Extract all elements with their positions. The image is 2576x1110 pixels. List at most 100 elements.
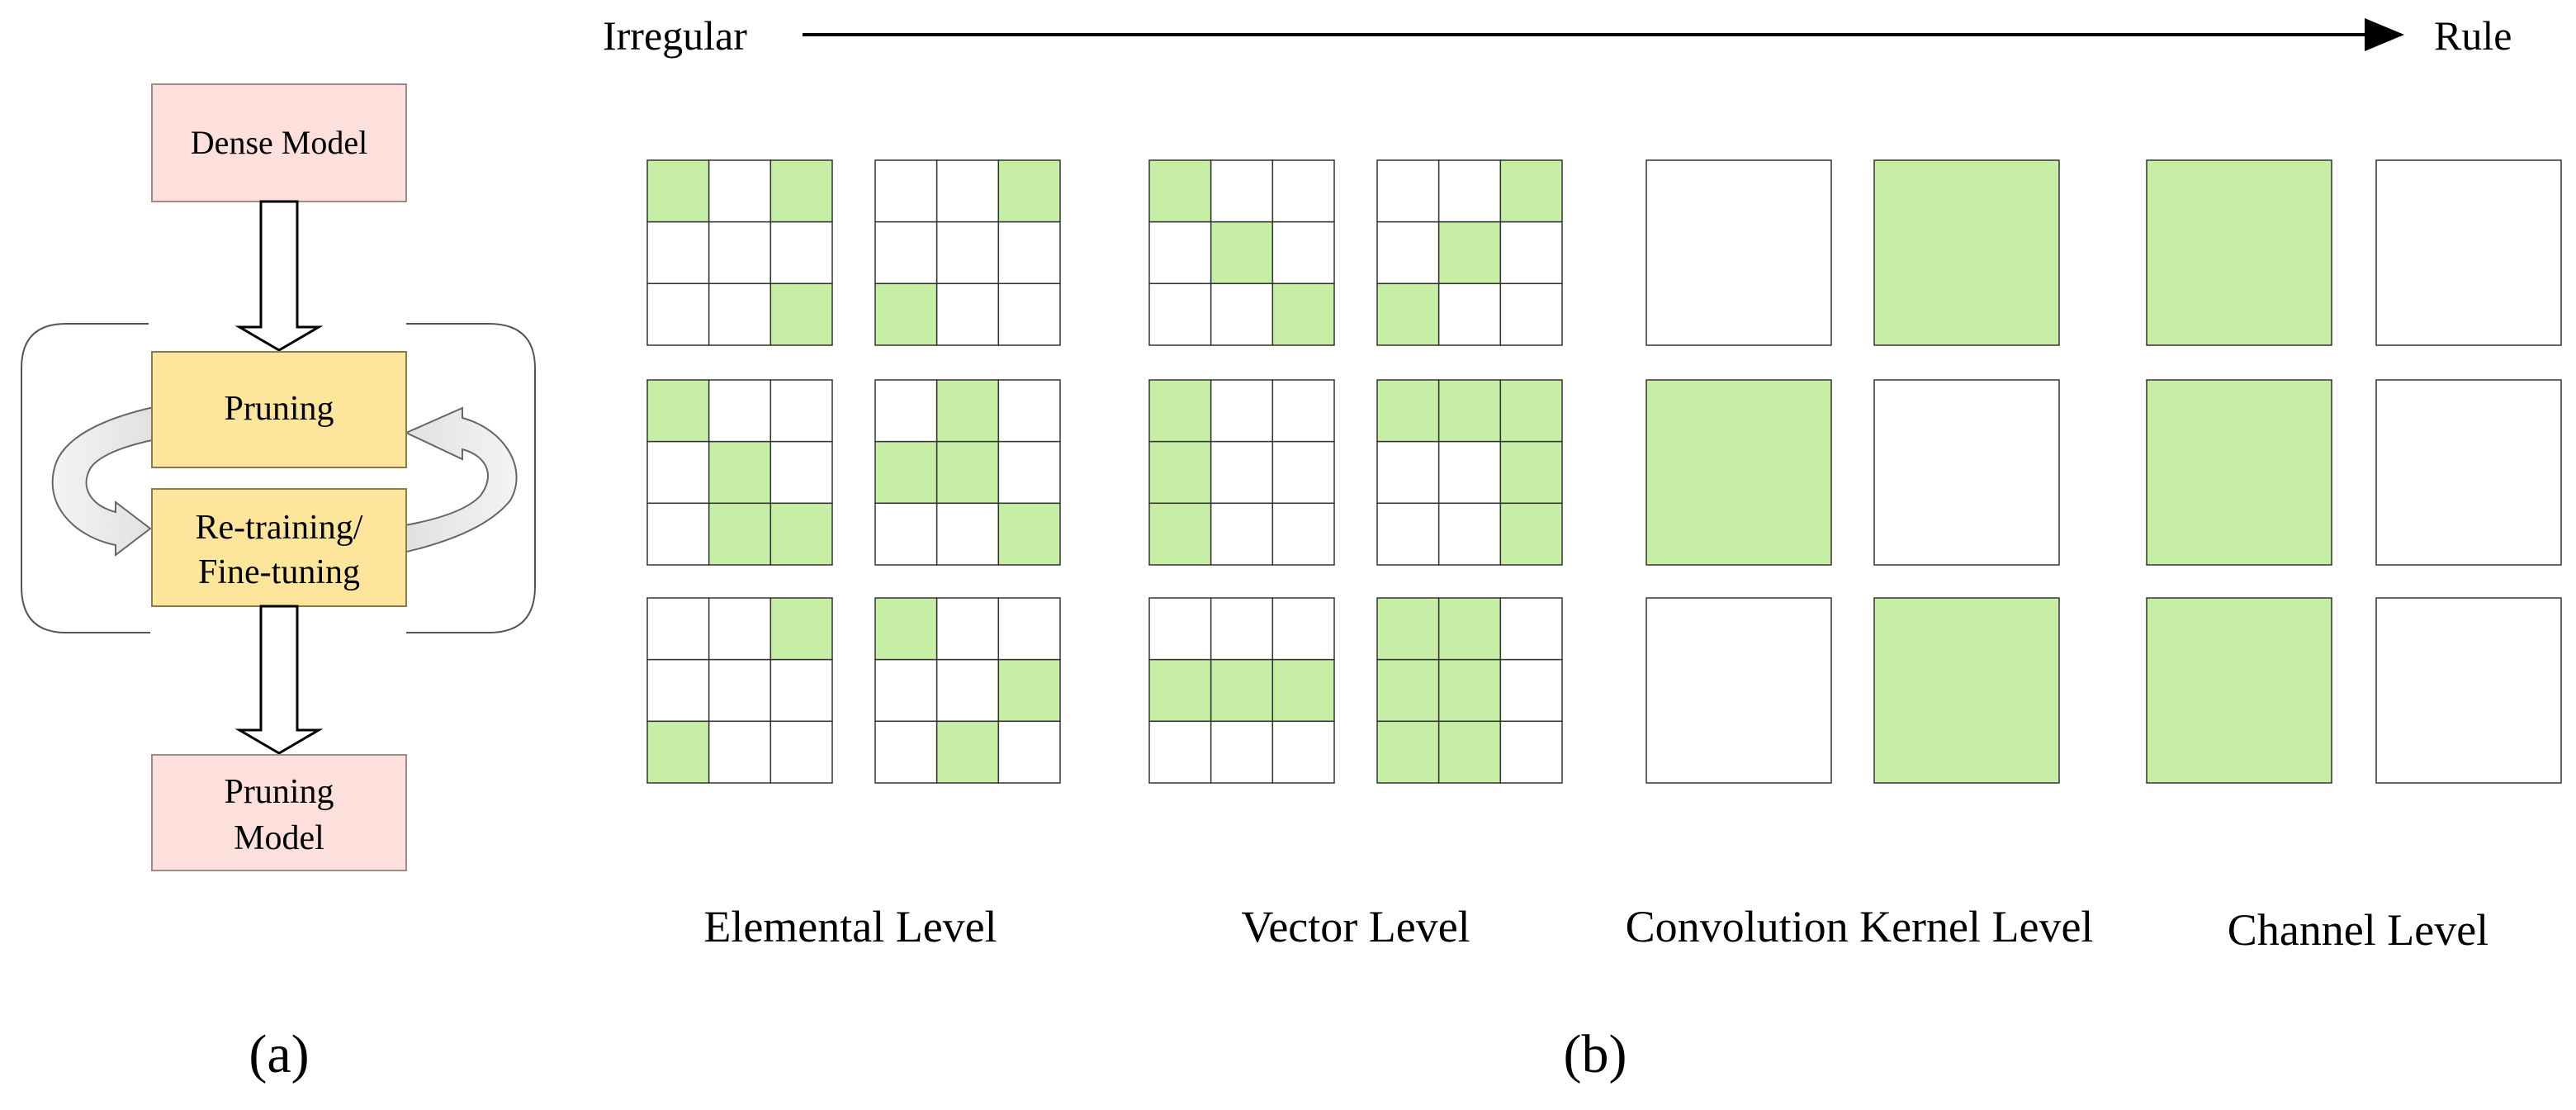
- kept-kernel-block: [1873, 597, 2060, 784]
- level-label-elemental: Elemental Level: [703, 902, 997, 951]
- pruned-model-label-line2: Model: [234, 819, 324, 857]
- kept-kernel-block: [1646, 379, 1832, 566]
- pruned-weight-cell: [1271, 159, 1335, 223]
- pruned-weight-cell: [1499, 282, 1563, 346]
- kept-kernel-block: [2146, 379, 2332, 566]
- pruned-weight-cell: [769, 221, 833, 285]
- pruned-weight-cell: [1210, 282, 1274, 346]
- pruned-weight-cell: [874, 658, 938, 723]
- pruned-weight-cell: [1210, 159, 1274, 223]
- pruned-weight-cell: [935, 658, 1000, 723]
- kept-weight-cell: [1437, 597, 1502, 661]
- dense-model-box: [151, 83, 407, 202]
- pruned-weight-cell: [769, 379, 833, 443]
- retraining-label-line1: Re-training/: [196, 509, 363, 547]
- pruned-weight-cell: [1210, 597, 1274, 661]
- pruned-weight-cell: [1376, 502, 1440, 566]
- kept-weight-cell: [1437, 221, 1502, 285]
- pruned-weight-cell: [874, 720, 938, 784]
- kept-weight-cell: [1499, 502, 1563, 566]
- kept-weight-cell: [1437, 720, 1502, 784]
- pruned-weight-cell: [1376, 440, 1440, 505]
- kept-weight-cell: [1499, 440, 1563, 505]
- kept-weight-cell: [1210, 658, 1274, 723]
- pruned-weight-cell: [935, 502, 1000, 566]
- pruned-weight-cell: [1148, 282, 1212, 346]
- pruned-weight-cell: [646, 658, 710, 723]
- pruned-kernel-block: [1646, 159, 1832, 346]
- caption-a: (a): [249, 1024, 309, 1084]
- dense-model-label: Dense Model: [191, 124, 367, 161]
- pruned-weight-cell: [1210, 440, 1274, 505]
- pruned-weight-cell: [1437, 159, 1502, 223]
- kept-weight-cell: [1437, 658, 1502, 723]
- irregular-label: Irregular: [603, 12, 747, 59]
- pruned-weight-cell: [935, 221, 1000, 285]
- pruned-weight-cell: [1271, 720, 1335, 784]
- weight-grid: [1148, 159, 1335, 346]
- pruning-box: [151, 351, 407, 468]
- pruned-weight-cell: [646, 440, 710, 505]
- pruned-weight-cell: [708, 597, 772, 661]
- kept-weight-cell: [997, 502, 1061, 566]
- pruned-weight-cell: [1271, 440, 1335, 505]
- kept-weight-cell: [935, 379, 1000, 443]
- loop-frame: [21, 323, 536, 633]
- pruned-weight-cell: [1376, 159, 1440, 223]
- pruned-weight-cell: [708, 379, 772, 443]
- pruned-weight-cell: [769, 658, 833, 723]
- pruned-kernel-block: [1646, 597, 1832, 784]
- kept-weight-cell: [997, 658, 1061, 723]
- pruned-kernel-block: [1873, 379, 2060, 566]
- kept-weight-cell: [1499, 379, 1563, 443]
- weight-grid: [874, 379, 1061, 566]
- pruned-weight-cell: [935, 282, 1000, 346]
- pruned-weight-cell: [874, 221, 938, 285]
- weight-grid: [646, 597, 833, 784]
- pruned-weight-cell: [1271, 502, 1335, 566]
- weight-grid: [1376, 379, 1563, 566]
- weight-grid: [646, 379, 833, 566]
- pruned-weight-cell: [1437, 502, 1502, 566]
- kept-weight-cell: [1271, 282, 1335, 346]
- kept-weight-cell: [1376, 658, 1440, 723]
- kept-weight-cell: [708, 502, 772, 566]
- kept-weight-cell: [1210, 221, 1274, 285]
- pruned-weight-cell: [1210, 502, 1274, 566]
- pruned-weight-cell: [997, 379, 1061, 443]
- pruned-weight-cell: [1148, 720, 1212, 784]
- pruned-kernel-block: [2375, 159, 2562, 346]
- level-label-channel: Channel Level: [2228, 905, 2488, 955]
- kept-weight-cell: [935, 440, 1000, 505]
- kept-weight-cell: [1376, 379, 1440, 443]
- kept-weight-cell: [1148, 159, 1212, 223]
- weight-grid: [1376, 159, 1563, 346]
- kept-weight-cell: [1499, 159, 1563, 223]
- weight-grid: [874, 597, 1061, 784]
- kept-weight-cell: [1148, 440, 1212, 505]
- pruned-weight-cell: [997, 221, 1061, 285]
- pruned-weight-cell: [1376, 221, 1440, 285]
- kept-weight-cell: [1376, 597, 1440, 661]
- pruned-kernel-block: [2375, 597, 2562, 784]
- pruned-weight-cell: [1437, 440, 1502, 505]
- kept-weight-cell: [708, 440, 772, 505]
- pruned-weight-cell: [874, 159, 938, 223]
- pruned-weight-cell: [1437, 282, 1502, 346]
- weight-grid: [1148, 597, 1335, 784]
- arrow-dense-to-pruning: [234, 200, 324, 352]
- kept-weight-cell: [997, 159, 1061, 223]
- weight-grid: [646, 159, 833, 346]
- pruned-weight-cell: [769, 720, 833, 784]
- kept-weight-cell: [1148, 379, 1212, 443]
- pruned-weight-cell: [646, 221, 710, 285]
- pruned-weight-cell: [997, 597, 1061, 661]
- panel-a: Dense Model Pruning Re-training/ Fine-tu…: [21, 83, 536, 1084]
- weight-grid: [1148, 379, 1335, 566]
- pruned-weight-cell: [646, 282, 710, 346]
- pruned-weight-cell: [997, 282, 1061, 346]
- pruned-weight-cell: [1499, 658, 1563, 723]
- pruned-weight-cell: [1148, 597, 1212, 661]
- kept-weight-cell: [1376, 720, 1440, 784]
